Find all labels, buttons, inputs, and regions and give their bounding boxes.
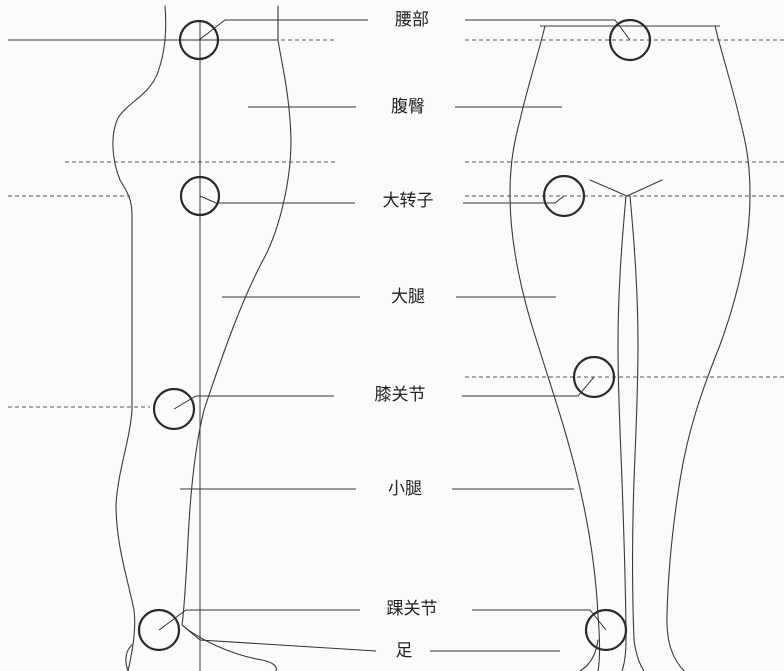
trochanter-joint-circle-front xyxy=(542,174,586,218)
trochanter-leader-left xyxy=(199,195,355,204)
label-greater-trochanter: 大转子 xyxy=(383,191,434,211)
leader-lines xyxy=(158,19,631,652)
front-view-outer-left-contour xyxy=(509,25,601,671)
knee-leader-left xyxy=(173,395,334,410)
front-view-outer-right-contour xyxy=(666,25,751,671)
waist-joint-circle-front xyxy=(608,18,652,62)
label-waist: 腰部 xyxy=(395,10,429,30)
side-view-back-contour xyxy=(112,5,167,671)
waist-joint-circle-side xyxy=(178,19,220,61)
knee-joint-circle-front xyxy=(572,355,616,399)
joint-markers xyxy=(137,18,652,652)
ankle-joint-circle-side xyxy=(137,608,181,652)
label-thigh: 大腿 xyxy=(391,287,425,307)
trochanter-joint-circle-side xyxy=(179,175,221,217)
ankle-leader-left xyxy=(158,609,360,631)
label-knee-joint: 膝关节 xyxy=(375,385,426,405)
side-view-front-contour xyxy=(181,5,292,626)
front-view-legs xyxy=(509,25,751,671)
trochanter-leader-right xyxy=(463,195,565,204)
labels: 腰部 腹臀 大转子 大腿 膝关节 小腿 踝关节 足 xyxy=(375,10,438,661)
front-view-left-foot xyxy=(579,639,599,671)
waist-leader-right xyxy=(465,19,631,41)
label-ankle-joint: 踝关节 xyxy=(387,599,438,619)
side-view-foot-contour xyxy=(181,624,277,671)
ankle-joint-circle-front xyxy=(584,608,628,652)
side-view-heel-contour xyxy=(125,644,133,671)
front-view-crotch xyxy=(589,179,663,197)
waist-leader-left xyxy=(198,19,368,41)
label-lower-leg: 小腿 xyxy=(388,479,422,499)
foot-leader-left xyxy=(181,624,377,652)
label-foot: 足 xyxy=(396,641,413,661)
reference-dashed-lines xyxy=(8,39,784,408)
side-view-leg xyxy=(8,5,292,671)
label-abdomen-hip: 腹臀 xyxy=(391,97,425,117)
knee-joint-circle-side xyxy=(152,387,196,431)
front-view-inner-right-contour xyxy=(629,195,645,671)
ankle-leader-right xyxy=(472,609,607,631)
front-view-inner-left-contour xyxy=(617,195,627,671)
knee-leader-right xyxy=(462,376,595,397)
